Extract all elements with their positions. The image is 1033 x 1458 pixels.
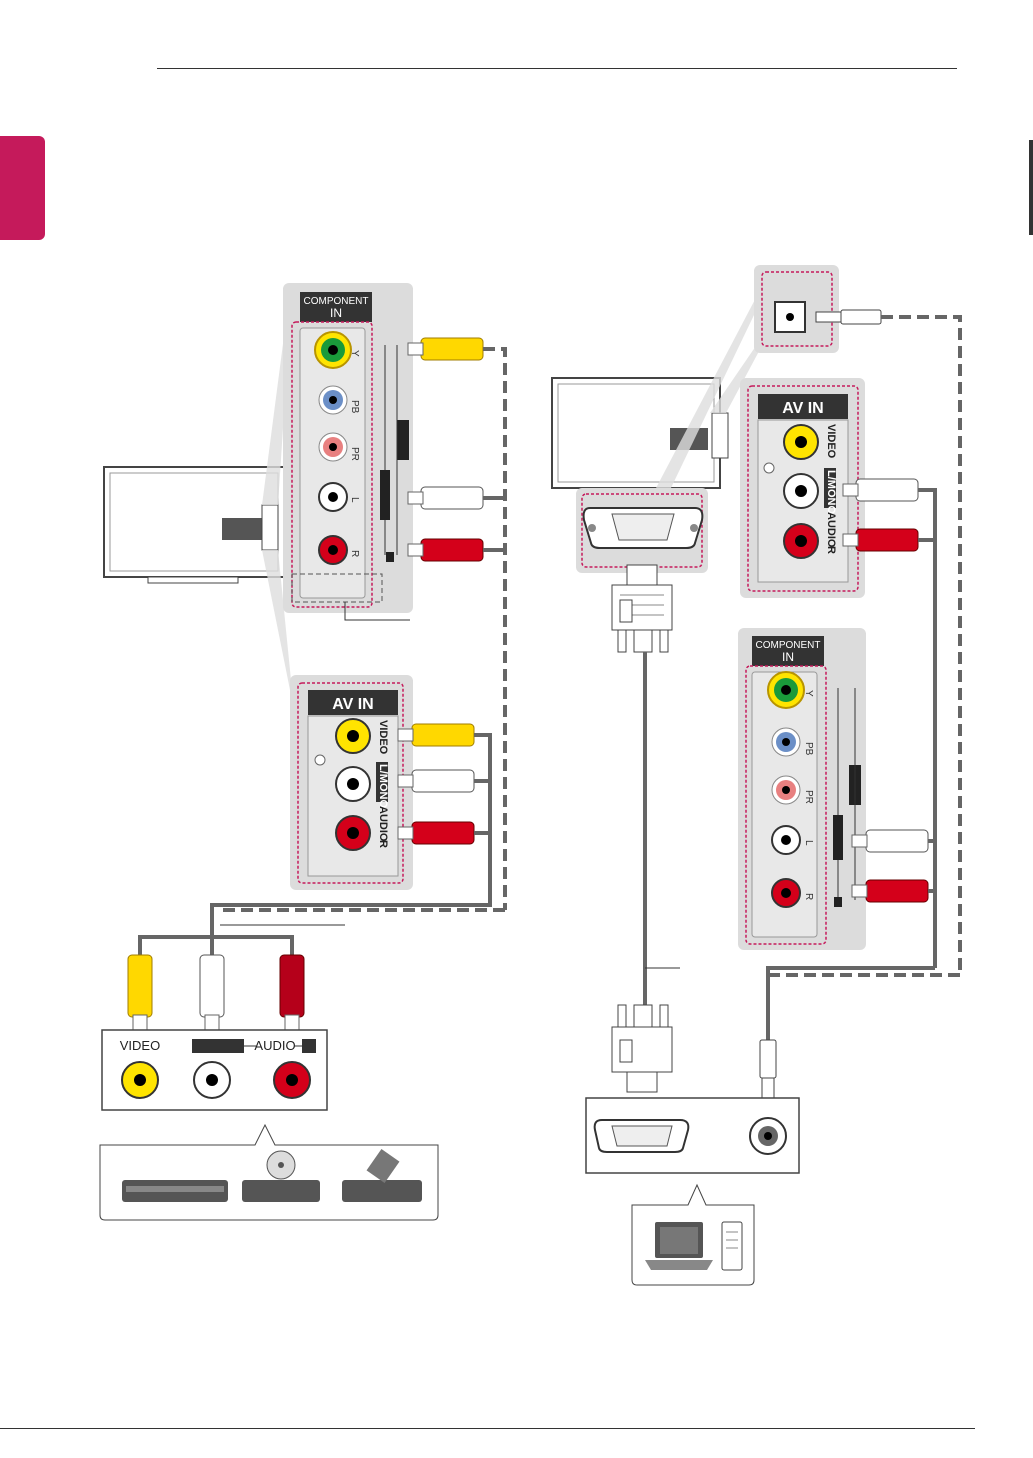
svg-text:Y: Y — [349, 350, 360, 357]
svg-text:AUDIO: AUDIO — [377, 806, 389, 842]
device-video-label: VIDEO — [120, 1038, 160, 1053]
svg-text:R: R — [803, 893, 814, 900]
svg-text:Y: Y — [803, 690, 814, 697]
pc-audio-cable — [760, 968, 960, 1118]
pc-device — [586, 1098, 799, 1285]
svg-text:VIDEO: VIDEO — [377, 720, 389, 755]
vga-cable — [612, 565, 680, 1092]
svg-text:VIDEO: VIDEO — [825, 424, 837, 459]
av-in-title: AV IN — [332, 696, 373, 713]
svg-text:PR: PR — [803, 790, 814, 804]
svg-text:L/MONO: L/MONO — [825, 470, 837, 514]
av-in-panel-left: AV IN VIDEO L/MONO AUDIO R — [290, 675, 413, 890]
tv-right — [552, 290, 766, 490]
svg-text:PB: PB — [349, 400, 360, 414]
component-in-panel-right: COMPONENT IN Y PB PR L R — [738, 628, 935, 950]
av-device-left: VIDEO AUDIO — [100, 1030, 438, 1220]
rgb-pc-in-panel — [576, 488, 708, 573]
component-subtitle: IN — [330, 306, 342, 320]
tv-left — [104, 290, 292, 690]
svg-text:IN: IN — [782, 650, 794, 664]
svg-text:L/MONO: L/MONO — [377, 764, 389, 808]
svg-text:L: L — [803, 840, 814, 846]
svg-text:R: R — [377, 840, 389, 848]
svg-text:PR: PR — [349, 447, 360, 461]
device-audio-label: AUDIO — [254, 1038, 295, 1053]
svg-text:R: R — [825, 546, 837, 554]
component-in-panel-left: COMPONENT IN Y PB PR L R — [283, 283, 413, 620]
svg-text:AUDIO: AUDIO — [825, 512, 837, 548]
svg-text:PB: PB — [803, 742, 814, 756]
svg-text:L: L — [349, 497, 360, 503]
svg-text:R: R — [349, 550, 360, 557]
svg-text:AV IN: AV IN — [782, 400, 823, 417]
